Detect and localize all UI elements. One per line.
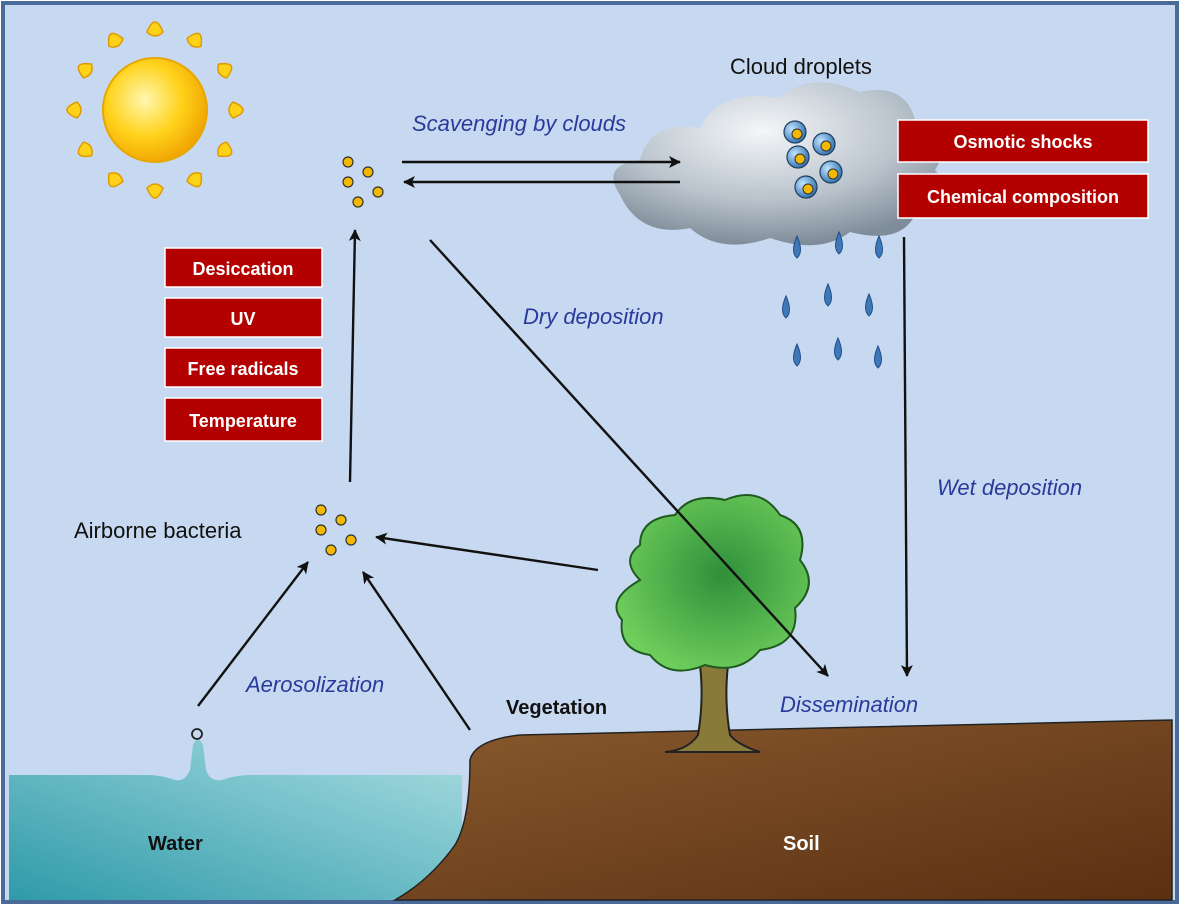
water-label: Water (148, 833, 203, 855)
stress-box-desiccation (164, 247, 323, 288)
stress-box-free-radicals (164, 347, 323, 388)
bacteria-icon (372, 186, 384, 198)
aerosolization-soil-arrow (362, 571, 471, 731)
raindrop-icon (793, 342, 801, 367)
raindrop-icon (824, 282, 832, 307)
dry-deposition-label: Dry deposition (523, 304, 664, 329)
raindrop-icon (782, 294, 790, 319)
cloud-droplets-group (783, 120, 843, 199)
bacteria-cluster-bottom (315, 504, 357, 556)
bubble-icon (191, 728, 203, 740)
bacteria-icon (335, 514, 347, 526)
stress-box-osmotic-shocks (897, 119, 1149, 163)
stress-label-osmotic-shocks: Osmotic shocks (953, 132, 1092, 152)
bacteria-icon (325, 544, 337, 556)
stress-box-uv (164, 297, 323, 338)
raindrop-icon (865, 292, 873, 317)
tree-icon (615, 494, 810, 753)
bacteria-icon (315, 504, 327, 516)
dissemination-label: Dissemination (780, 692, 918, 717)
droplet-bacteria-icon (812, 132, 836, 156)
aerosolization-label: Aerosolization (244, 672, 384, 697)
stress-box-chemical-composition (897, 173, 1149, 219)
air-stress-list: Desiccation UV Free radicals Temperature (164, 247, 323, 442)
soil-ground (392, 719, 1173, 901)
vegetation-label: Vegetation (506, 697, 607, 719)
raindrop-icon (835, 230, 843, 255)
bacteria-icon (352, 196, 364, 208)
raindrop-icon (874, 344, 882, 369)
wet-deposition-label: Wet deposition (937, 475, 1082, 500)
airborne-bacteria-label: Airborne bacteria (74, 518, 242, 543)
water-body (9, 739, 462, 900)
droplet-bacteria-icon (783, 120, 807, 144)
aerosolization-water-arrow (197, 561, 309, 707)
aerosolization-vegetation-arrow (375, 532, 599, 572)
raindrop-icon (834, 336, 842, 361)
stress-label-temperature: Temperature (189, 411, 297, 431)
stress-label-uv: UV (230, 309, 255, 329)
raindrop-icon (875, 234, 883, 259)
droplet-bacteria-icon (786, 145, 810, 169)
droplet-bacteria-icon (794, 175, 818, 199)
bacteria-icon (362, 166, 374, 178)
bacteria-icon (342, 156, 354, 168)
raindrop-icon (793, 234, 801, 259)
cloud-droplets-label: Cloud droplets (730, 54, 872, 79)
droplet-bacteria-icon (819, 160, 843, 184)
cloud-stress-list: Osmotic shocks Chemical composition (897, 119, 1149, 219)
scavenging-label: Scavenging by clouds (412, 111, 626, 136)
bacteria-icon (315, 524, 327, 536)
sun-icon (66, 21, 244, 199)
stress-box-temperature (164, 397, 323, 442)
soil-label: Soil (783, 833, 820, 855)
uplift-arrow (348, 229, 361, 483)
stress-label-chemical-composition: Chemical composition (927, 187, 1119, 207)
bacteria-cluster-top (342, 156, 384, 208)
stress-label-desiccation: Desiccation (192, 259, 293, 279)
bacteria-icon (345, 534, 357, 546)
rain-group (782, 230, 883, 369)
wet-deposition-arrow (900, 236, 913, 677)
stress-label-free-radicals: Free radicals (187, 359, 298, 379)
cloud-icon (613, 82, 944, 246)
dry-deposition-arrow (429, 239, 829, 677)
bacteria-icon (342, 176, 354, 188)
